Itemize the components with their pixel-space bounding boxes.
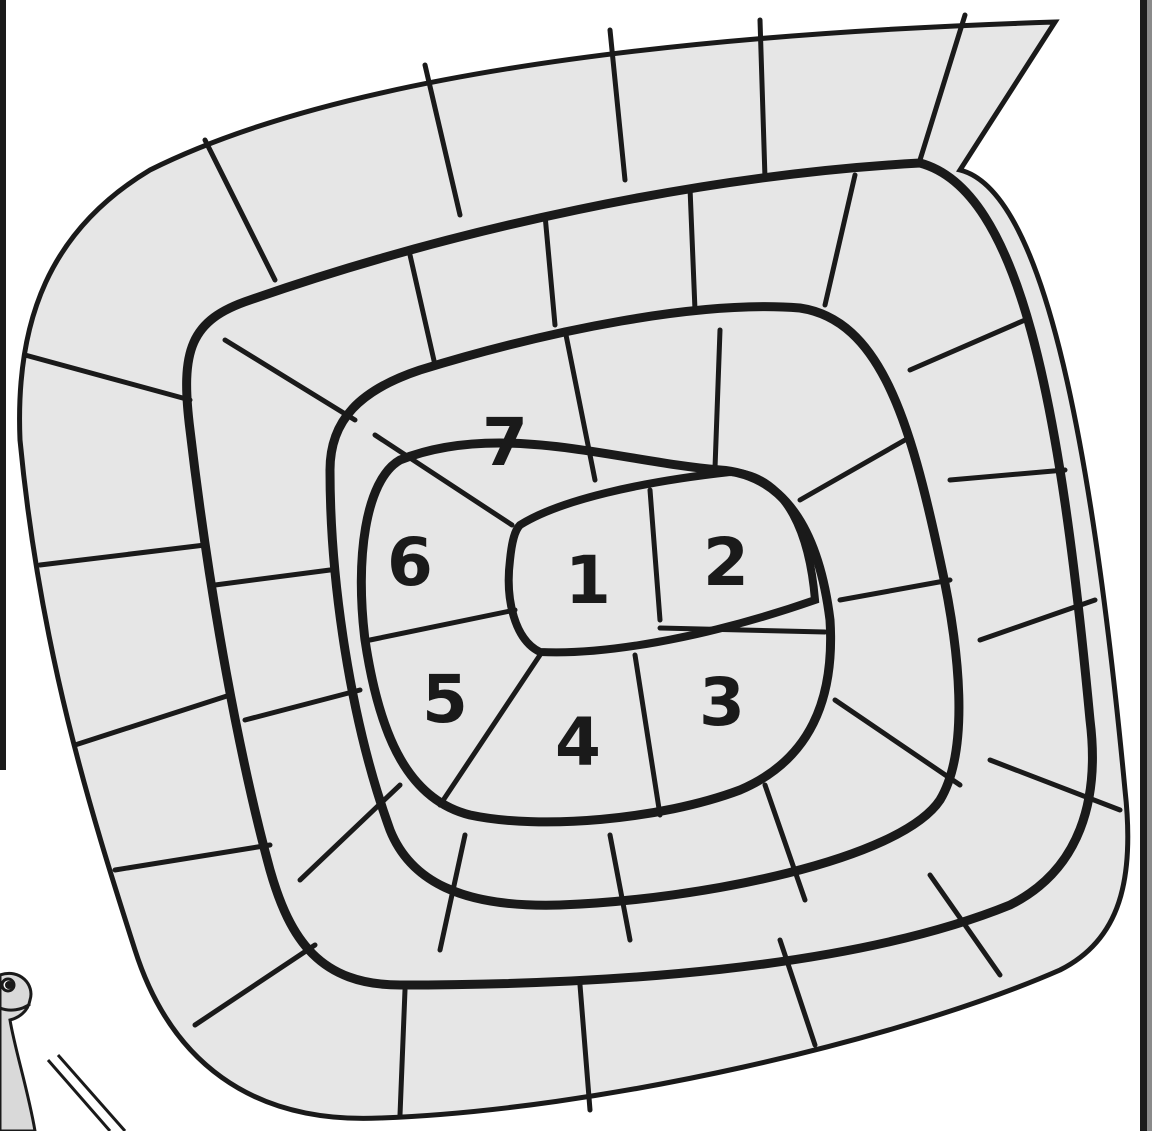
space-label-2: 2 (703, 524, 749, 601)
right-frame-shadow (1147, 0, 1152, 1131)
space-label-6: 6 (387, 524, 433, 601)
space-label-5: 5 (422, 661, 468, 738)
right-frame-edge (1140, 0, 1147, 1131)
space-label-4: 4 (555, 704, 601, 781)
left-frame-edge (0, 0, 6, 770)
space-label-3: 3 (699, 664, 745, 741)
space-label-1: 1 (565, 542, 611, 619)
cartoon-character-icon (0, 973, 125, 1131)
space-label-7: 7 (482, 404, 528, 481)
